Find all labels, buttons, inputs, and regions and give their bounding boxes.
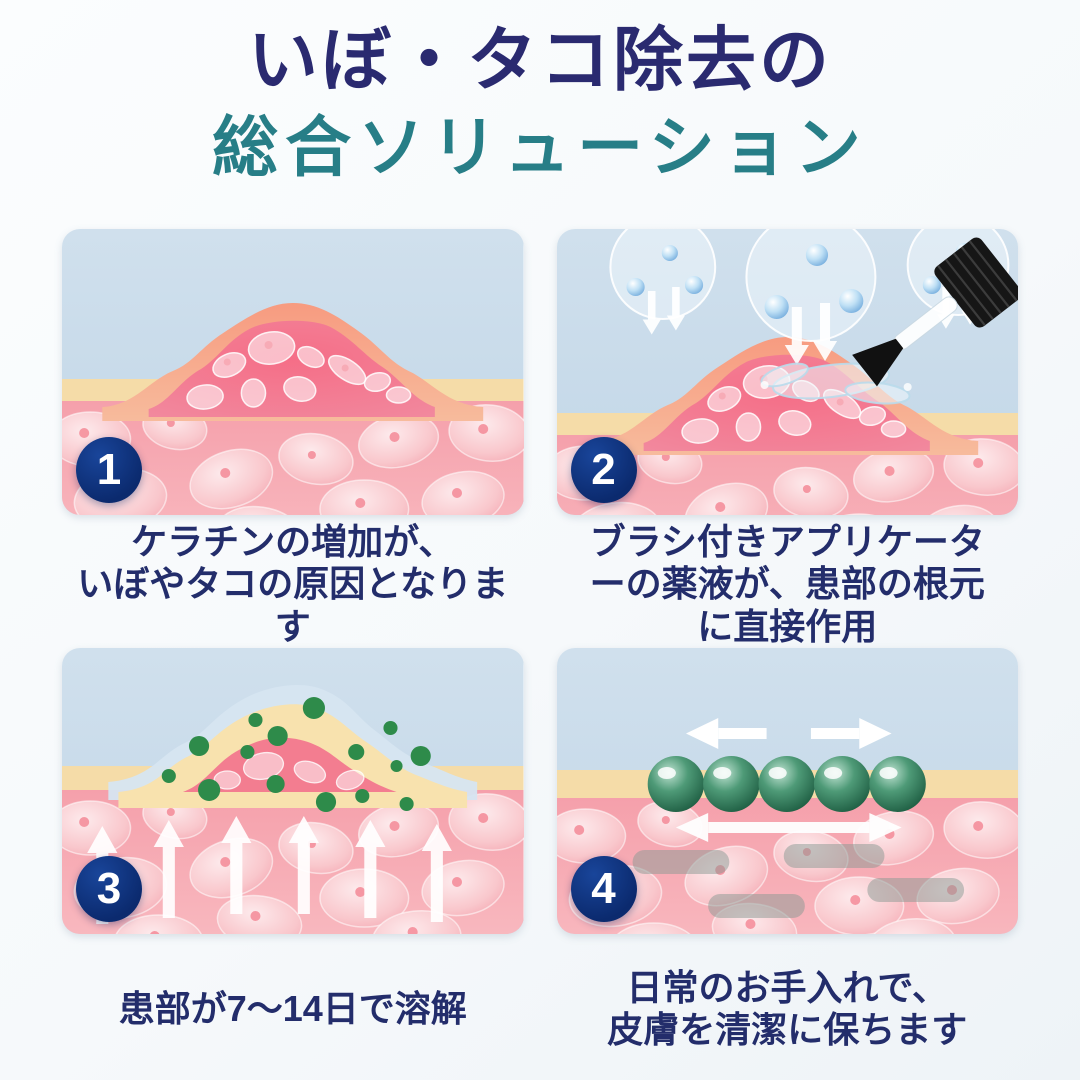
applicator-brush-icon bbox=[851, 237, 1018, 387]
page-title: いぼ・タコ除去の 総合ソリューション bbox=[0, 0, 1080, 229]
liquid-splash-icon bbox=[760, 362, 912, 405]
horizontal-double-arrow-icon bbox=[675, 813, 902, 843]
pill-shape-icon bbox=[632, 844, 964, 919]
step-4-section: 4 日常のお手入れで、 皮膚を清潔に保ちます bbox=[556, 648, 1019, 1080]
step-3-section: 3 患部が7〜14日で溶解 bbox=[62, 648, 524, 1080]
step-2-caption: ブラシ付きアプリケータ ーの薬液が、患部の根元 に直接作用 bbox=[557, 515, 1019, 648]
title-line-1: いぼ・タコ除去の bbox=[248, 21, 832, 99]
step-1-section: 1 ケラチンの増加が、 いぼやタコの原因となります bbox=[62, 229, 524, 648]
caption-line: 日常のお手入れで、 bbox=[626, 966, 948, 1008]
green-sphere-icon bbox=[647, 756, 926, 813]
step-3-panel: 3 bbox=[62, 648, 524, 935]
right-arrow-icon bbox=[810, 718, 892, 750]
step-1-caption: ケラチンの増加が、 いぼやタコの原因となります bbox=[62, 515, 524, 648]
caption-line: に直接作用 bbox=[697, 605, 878, 647]
caption-line: ケラチンの増加が、 bbox=[131, 521, 455, 562]
green-particle-icon bbox=[161, 697, 431, 813]
step-2-section: 2 ブラシ付きアプリケータ ーの薬液が、患部の根元 に直接作用 bbox=[556, 229, 1019, 648]
caption-line: 患部が7〜14日で溶解 bbox=[118, 988, 467, 1030]
step-number: 1 bbox=[96, 445, 122, 494]
caption-line: いぼやタコの原因となります bbox=[77, 563, 509, 647]
step-1-panel: 1 bbox=[62, 229, 524, 515]
caption-line: 皮膚を清潔に保ちます bbox=[607, 1009, 968, 1051]
bubble-icon bbox=[744, 229, 876, 365]
caption-line: ブラシ付きアプリケータ bbox=[589, 521, 985, 562]
left-arrow-icon bbox=[685, 718, 767, 750]
step-4-panel: 4 bbox=[556, 648, 1018, 935]
step-4-caption: 日常のお手入れで、 皮膚を清潔に保ちます bbox=[557, 934, 1019, 1080]
step-4-badge: 4 bbox=[570, 856, 637, 923]
applicator-illustration bbox=[556, 229, 1018, 515]
step-number: 3 bbox=[96, 864, 122, 914]
steps-grid: 1 ケラチンの増加が、 いぼやタコの原因となります bbox=[0, 229, 1080, 1080]
step-number: 2 bbox=[591, 445, 616, 494]
bubble-icon bbox=[608, 229, 716, 335]
step-2-panel: 2 bbox=[556, 229, 1018, 515]
caption-line: ーの薬液が、患部の根元 bbox=[589, 563, 985, 605]
title-line-2: 総合ソリューション bbox=[212, 110, 868, 184]
step-number: 4 bbox=[591, 864, 616, 914]
step-3-badge: 3 bbox=[76, 856, 142, 923]
step-2-badge: 2 bbox=[570, 437, 637, 503]
bump-cells bbox=[213, 752, 365, 791]
step-3-caption: 患部が7〜14日で溶解 bbox=[62, 934, 524, 1080]
step-1-badge: 1 bbox=[76, 437, 142, 503]
